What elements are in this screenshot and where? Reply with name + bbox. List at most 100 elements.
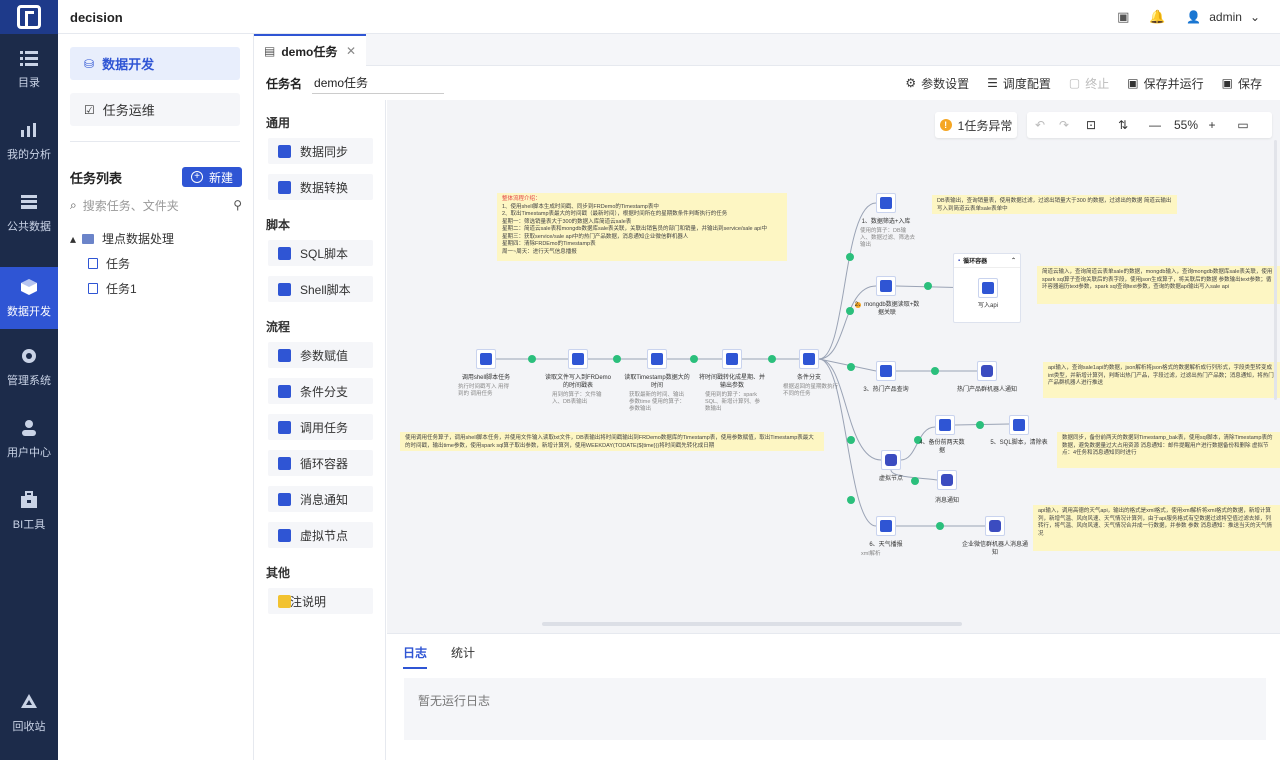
nav-item-my-analysis[interactable]: 我的分析 xyxy=(0,110,58,172)
chart-icon xyxy=(19,120,39,140)
flow-node-mongodb-join[interactable] xyxy=(876,276,896,296)
branch-icon xyxy=(278,384,291,398)
monitor-icon[interactable]: ▣ xyxy=(1117,9,1130,24)
flow-node-sql-clear[interactable] xyxy=(1009,415,1029,435)
palette-item-virtual-node[interactable]: 虚拟节点 xyxy=(268,522,373,548)
stop-button[interactable]: ▢终止 xyxy=(1068,76,1110,91)
nav-item-admin[interactable]: 管理系统 xyxy=(0,336,58,398)
flow-node-read-timestamp[interactable] xyxy=(647,349,667,369)
loop-container[interactable]: ▪循环容器⌃ 写入api xyxy=(953,253,1021,323)
node-label: 写入api xyxy=(977,303,998,309)
save-button[interactable]: ▣保存 xyxy=(1221,76,1262,91)
palette-item-data-transform[interactable]: 数据转换 xyxy=(268,174,373,200)
node-label: 企业微信群机器人消息通知 xyxy=(961,542,1028,556)
chevron-up-icon[interactable]: ⌃ xyxy=(1010,258,1016,264)
task-tree: ▴ 埋点数据处理 任务 任务1 xyxy=(70,226,242,301)
tab-demo-task[interactable]: ▤ demo任务 ✕ xyxy=(254,34,366,66)
tab-log[interactable]: 日志 xyxy=(403,644,428,669)
nav-item-recycle-bin[interactable]: 回收站 xyxy=(0,682,58,744)
node-label: 读取Timestamp数据大的时间 xyxy=(624,375,690,389)
zoom-out-icon[interactable]: — xyxy=(1149,118,1161,132)
new-task-button[interactable]: + 新建 xyxy=(182,167,242,187)
tab-bar: ▤ demo任务 ✕ xyxy=(254,34,1280,66)
palette-item-sql-script[interactable]: SQL脚本 xyxy=(268,240,373,266)
nav-item-data-dev[interactable]: 数据开发 xyxy=(0,267,58,329)
flow-node-filter-store[interactable] xyxy=(876,193,896,213)
palette-item-message-notify[interactable]: 消息通知 xyxy=(268,486,373,512)
filter-icon[interactable]: ⚲ xyxy=(233,198,242,212)
flow-node-weather[interactable] xyxy=(876,516,896,536)
redo-icon[interactable]: ↷ xyxy=(1058,118,1070,132)
zoom-in-icon[interactable]: + xyxy=(1208,118,1216,132)
palette-item-loop-container[interactable]: 循环容器 xyxy=(268,450,373,476)
connector-dot xyxy=(768,355,776,363)
task-ops-button[interactable]: ☑ 任务运维 xyxy=(70,93,240,126)
nav-item-catalog[interactable]: 目录 xyxy=(0,38,58,100)
fit-view-icon[interactable]: ⊡ xyxy=(1085,118,1097,132)
loop-container-title: 循环容器 xyxy=(963,259,988,265)
note-api-input[interactable]: api输入，查询sale1api的数据，json解析将json格式的数据解析成行… xyxy=(1043,362,1280,398)
nav-item-bi-tools[interactable]: BI工具 xyxy=(0,480,58,542)
flow-node-wechat-notify[interactable] xyxy=(985,516,1005,536)
data-sync-icon xyxy=(880,520,892,532)
connector-dot xyxy=(936,522,944,530)
note-data-sync[interactable]: 数据同步，备份前两天的数据到Timestamp_bak表，使用sql脚本，清除T… xyxy=(1057,432,1280,468)
task-sidebar: ⛁ 数据开发 ☑ 任务运维 任务列表 + 新建 ⌕ 搜索任务、文件夹 ⚲ ▴ 埋… xyxy=(58,34,254,760)
connector-dot xyxy=(690,355,698,363)
flow-node-virtual[interactable] xyxy=(881,450,901,470)
flow-node-hot-products[interactable] xyxy=(876,361,896,381)
nav-item-public-data[interactable]: 公共数据 xyxy=(0,182,58,244)
note-flow-overview[interactable]: 整体流程介绍： 1、使用shell脚本生成时间戳、同步到FRDemo的Times… xyxy=(497,193,787,261)
palette-item-call-task[interactable]: 调用任务 xyxy=(268,414,373,440)
task-search[interactable]: ⌕ 搜索任务、文件夹 ⚲ xyxy=(70,194,242,216)
data-transform-icon xyxy=(278,180,291,194)
loop-icon xyxy=(278,456,291,470)
database-icon: ⛁ xyxy=(84,56,95,71)
terminal-icon xyxy=(278,282,291,296)
tree-folder[interactable]: ▴ 埋点数据处理 xyxy=(70,231,175,247)
note-call-task[interactable]: 使用调用任务算子，调用shell脚本任务，并使用文件输入读取txt文件，DB表输… xyxy=(400,432,824,451)
note-jiandaoyun[interactable]: 简道云输入，查询简道云表单sale的数据，mongdb输入，查询mongdb数据… xyxy=(1037,266,1280,304)
palette-item-shell-script[interactable]: Shell脚本 xyxy=(268,276,373,302)
flow-node-message-notify[interactable] xyxy=(937,470,957,490)
connector-dot xyxy=(528,355,536,363)
flow-canvas[interactable]: ! 1任务异常 ↶ ↷ ⊡ ⇅ — 55% + ▭ 调用sh xyxy=(387,100,1280,633)
node-label: 2、mongdb数据读取+数据关联 xyxy=(854,302,920,316)
palette-item-note[interactable]: 备注说明 xyxy=(268,588,373,614)
flow-node-read-file[interactable] xyxy=(568,349,588,369)
app-logo[interactable] xyxy=(0,0,58,34)
task-name-input[interactable]: demo任务 xyxy=(312,72,445,94)
task-error-button[interactable]: ! 1任务异常 xyxy=(935,112,1017,138)
palette-item-data-sync[interactable]: 数据同步 xyxy=(268,138,373,164)
search-input[interactable]: 搜索任务、文件夹 xyxy=(82,198,179,213)
user-menu[interactable]: 👤 admin ⌄ xyxy=(1182,10,1264,24)
flow-node-hot-product-notify[interactable] xyxy=(977,361,997,381)
flow-node-write-api[interactable] xyxy=(978,278,998,298)
flow-node-call-shell[interactable] xyxy=(476,349,496,369)
layout-icon[interactable]: ⇅ xyxy=(1117,118,1129,132)
tree-item[interactable]: 任务1 xyxy=(70,276,242,301)
undo-icon[interactable]: ↶ xyxy=(1034,118,1046,132)
data-dev-button[interactable]: ⛁ 数据开发 xyxy=(70,47,240,80)
minimap-icon[interactable]: ▭ xyxy=(1237,118,1249,132)
virtual-node-icon xyxy=(278,528,291,542)
bell-icon[interactable]: 🔔 xyxy=(1149,9,1166,24)
nav-item-user-center[interactable]: 用户中心 xyxy=(0,408,58,470)
param-settings-button[interactable]: ⚙参数设置 xyxy=(905,76,970,91)
close-icon[interactable]: ✕ xyxy=(345,44,356,58)
palette-item-condition-branch[interactable]: 条件分支 xyxy=(268,378,373,404)
horizontal-scrollbar[interactable] xyxy=(542,622,962,626)
palette-item-param-assign[interactable]: 参数赋值 xyxy=(268,342,373,368)
flow-node-convert-weekday[interactable] xyxy=(722,349,742,369)
schedule-config-button[interactable]: ☰调度配置 xyxy=(987,76,1051,91)
flow-node-backup-data[interactable] xyxy=(935,415,955,435)
tab-stats[interactable]: 统计 xyxy=(451,646,476,660)
tree-item[interactable]: 任务 xyxy=(70,251,242,276)
chevron-down-icon: ⌄ xyxy=(1249,10,1260,24)
save-and-run-button[interactable]: ▣保存并运行 xyxy=(1127,76,1204,91)
vertical-scrollbar[interactable] xyxy=(1274,140,1277,400)
note-db-output[interactable]: DB表输出，查询销量表，使用数据过滤，过滤出销量大于300 的数据，过滤出的数据… xyxy=(932,195,1177,214)
flow-node-condition-branch[interactable] xyxy=(799,349,819,369)
data-sync-icon xyxy=(572,353,584,365)
note-weather-api[interactable]: api输入，调用高德的天气api，输出的格式是xml格式，使用xml解析将xml… xyxy=(1033,505,1280,551)
